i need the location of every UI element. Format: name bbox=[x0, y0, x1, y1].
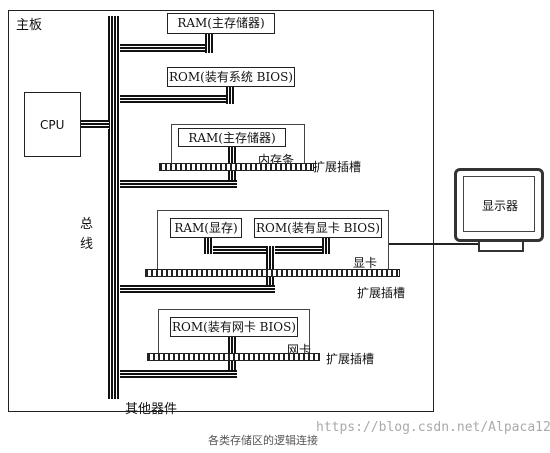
figure-caption: 各类存储区的逻辑连接 bbox=[208, 434, 318, 447]
ram-bus-link bbox=[120, 44, 208, 53]
cpu-box bbox=[24, 92, 81, 157]
other-components-label: 其他器件 bbox=[125, 402, 178, 417]
monitor-screen bbox=[463, 176, 535, 232]
slot3-bus-link bbox=[120, 370, 237, 379]
expansion-slot-3-label: 扩展插槽 bbox=[326, 352, 375, 366]
bus-label-2: 线 bbox=[80, 237, 94, 252]
expansion-slot-1-label: 扩展插槽 bbox=[313, 160, 362, 174]
video-bios-rom-chip: ROM(装有显卡 BIOS) bbox=[254, 218, 382, 238]
vram-bus-drop bbox=[204, 238, 213, 254]
slot2-bus-link bbox=[120, 285, 275, 294]
system-bios-rom-chip: ROM(装有系统 BIOS) bbox=[167, 67, 295, 87]
network-bios-rom-chip: ROM(装有网卡 BIOS) bbox=[170, 317, 298, 337]
cpu-label: CPU bbox=[40, 118, 65, 132]
system-bus bbox=[108, 16, 120, 399]
ram-bus-drop bbox=[205, 33, 214, 53]
bios-bus-link bbox=[120, 95, 235, 104]
cpu-bus-link bbox=[81, 120, 109, 129]
graphics-card-label: 显卡 bbox=[353, 256, 378, 270]
expansion-slot-2 bbox=[145, 269, 400, 277]
monitor-label: 显示器 bbox=[482, 199, 519, 213]
memory-stick-ram-chip: RAM(主存储器) bbox=[178, 128, 286, 147]
monitor-stand bbox=[478, 242, 524, 252]
motherboard-label: 主板 bbox=[16, 18, 43, 33]
watermark: https://blog.csdn.net/Alpaca12 bbox=[316, 420, 550, 435]
vbios-bus-drop bbox=[322, 238, 331, 254]
expansion-slot-3 bbox=[147, 353, 320, 361]
expansion-slot-2-label: 扩展插槽 bbox=[357, 286, 406, 300]
bus-label-1: 总 bbox=[80, 217, 94, 232]
bios-bus-drop bbox=[226, 86, 235, 104]
monitor-cable bbox=[389, 243, 493, 245]
main-ram-chip: RAM(主存储器) bbox=[167, 13, 275, 34]
expansion-slot-1 bbox=[159, 163, 314, 171]
slot1-bus-link bbox=[120, 180, 237, 189]
video-ram-chip: RAM(显存) bbox=[170, 218, 242, 238]
